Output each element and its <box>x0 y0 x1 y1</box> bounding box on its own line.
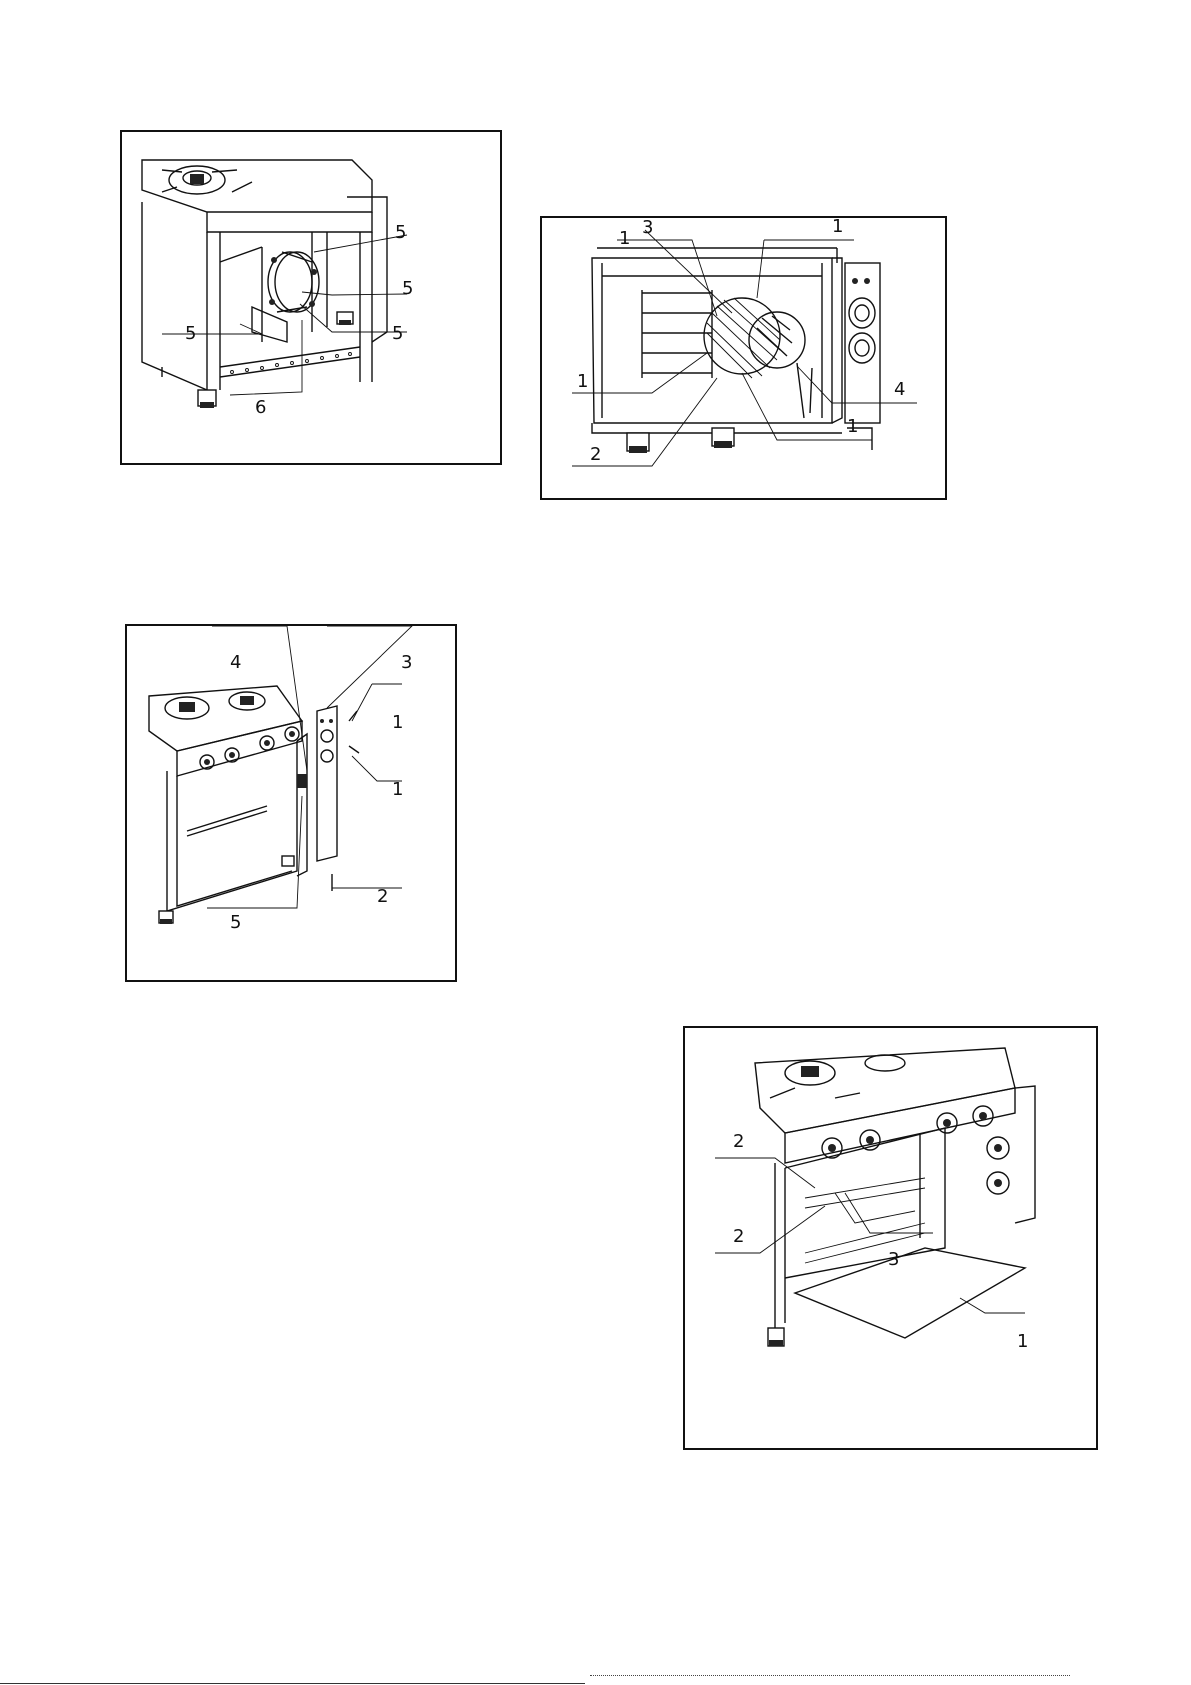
callout-label: 5 <box>402 280 413 298</box>
callout-label: 2 <box>733 1228 744 1246</box>
callout-label: 5 <box>392 325 403 343</box>
figure-2-panel: 3 1 1 1 4 1 2 <box>540 216 947 500</box>
callout-label: 4 <box>894 381 905 399</box>
callout-label: 1 <box>392 714 403 732</box>
callout-label: 1 <box>392 781 403 799</box>
callout-label: 3 <box>642 219 653 237</box>
callout-label: 2 <box>590 446 601 464</box>
page-bottom-dotted-rule <box>590 1675 1070 1680</box>
callout-label: 1 <box>1017 1333 1028 1351</box>
figure-4-drawing <box>685 1028 1096 1448</box>
page-bottom-rule <box>0 1683 585 1684</box>
callout-label: 4 <box>230 654 241 672</box>
callout-label: 2 <box>733 1133 744 1151</box>
callout-label: 1 <box>577 373 588 391</box>
callout-label: 2 <box>377 888 388 906</box>
callout-label: 3 <box>888 1251 899 1269</box>
figure-1-panel: 5 5 5 5 6 <box>120 130 502 465</box>
callout-label: 6 <box>255 399 266 417</box>
callout-label: 5 <box>230 914 241 932</box>
figure-3-panel: 4 3 1 1 2 5 <box>125 624 457 982</box>
callout-label: 3 <box>401 654 412 672</box>
figure-4-panel: 2 2 3 1 <box>683 1026 1098 1450</box>
callout-label: 5 <box>395 224 406 242</box>
figure-3-drawing <box>127 626 455 980</box>
callout-label: 1 <box>847 418 858 436</box>
figure-2-drawing <box>542 218 945 498</box>
figure-1-drawing <box>122 132 500 463</box>
callout-label: 1 <box>832 218 843 236</box>
callout-label: 5 <box>185 325 196 343</box>
callout-label: 1 <box>619 230 630 248</box>
